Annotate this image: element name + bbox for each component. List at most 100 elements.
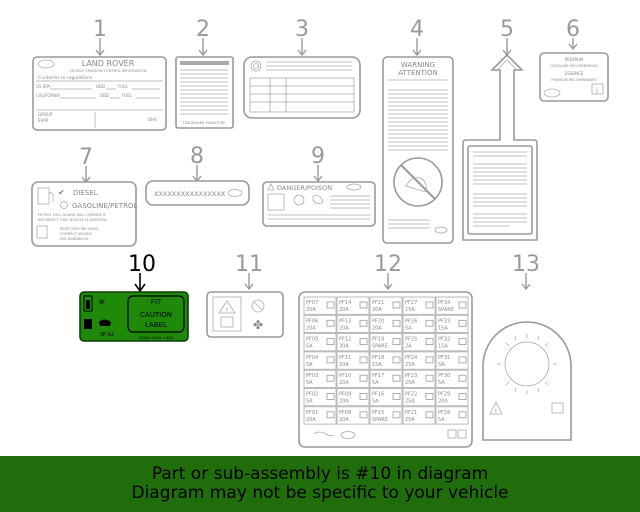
callout-number: 6: [566, 17, 580, 42]
callout-3[interactable]: 3: [295, 17, 309, 57]
row-label: US EPA: [36, 84, 50, 89]
fuse-amp: 25A: [405, 417, 415, 423]
callout-10[interactable]: 10: [128, 252, 156, 293]
fuse-cell-box: [336, 406, 370, 425]
label-7-fuel-type[interactable]: ✔ DIESEL GASOLINE/PETROL PETROL FUEL GUA…: [31, 181, 137, 247]
fuse-amp: 20A: [339, 380, 349, 386]
fuse-symbol-icon: [359, 393, 368, 400]
parts-diagram: 1 2 3 4 5 6 LAND ROVER VEHICLE EMISSION …: [31, 17, 609, 448]
fuse-id: PF33: [438, 318, 450, 324]
fuse-symbol-icon: [359, 411, 368, 419]
label-5-document[interactable]: [462, 53, 538, 241]
brand-name: LAND ROVER: [82, 59, 135, 68]
svg-text:!: !: [226, 307, 228, 314]
fuse-amp: 5A: [306, 380, 313, 386]
fuse-cell-box: [402, 388, 436, 407]
label-12-fuse-chart[interactable]: PF0720APF1420APF2120APF2715APF34SPAREPF0…: [298, 291, 473, 448]
fuse-amp: 5A: [306, 399, 313, 405]
callout-1[interactable]: 1: [93, 17, 107, 57]
fuse-id: PF14: [339, 300, 351, 306]
fuse-id: PF10: [339, 373, 351, 379]
fuse-symbol-icon: [425, 301, 434, 309]
callout-9[interactable]: 9: [311, 144, 325, 183]
row-label: FUEL: [118, 84, 129, 89]
caution-text: CAUTION: [140, 311, 172, 319]
fuel-pump-icon: [37, 187, 50, 205]
fuse-amp: 20A: [339, 307, 349, 313]
label-11-warning-fan[interactable]: ! ✤: [206, 291, 284, 338]
label-2-trademark[interactable]: TRADEMARK SIGNATURE: [175, 56, 234, 129]
fuse-symbol-icon: [326, 411, 335, 419]
callout-7[interactable]: 7: [79, 145, 93, 184]
callout-number: 5: [500, 17, 514, 42]
label-1-emission[interactable]: LAND ROVER VEHICLE EMISSION CONTROL INFO…: [32, 56, 167, 131]
fuse-id: PF09: [339, 392, 351, 398]
warning-triangle-icon: [489, 401, 503, 415]
book-icon: [220, 316, 234, 328]
fuse-id: PF27: [405, 300, 417, 306]
label-4-warning[interactable]: WARNING ATTENTION: [382, 56, 454, 244]
label-8-vin[interactable]: XXXXXXXXXXXXXXXX: [145, 180, 250, 206]
banner-line-1: Part or sub-assembly is #10 in diagram: [151, 464, 489, 484]
callout-12[interactable]: 12: [374, 252, 402, 291]
fuse-amp: 15A: [372, 362, 382, 368]
fuse-amp: 30A: [339, 344, 349, 350]
callout-8[interactable]: 8: [190, 144, 204, 183]
fuse-cell-box: [435, 351, 469, 370]
fuse-id: PF05: [306, 337, 318, 343]
attention-text: ATTENTION: [398, 69, 437, 77]
fuse-cell-box: [369, 406, 403, 425]
fuse-symbol-icon: [392, 393, 401, 400]
label-10-caution-highlighted[interactable]: ✳ FIT CAUTION LABEL SP-A2 EXXXX XXXX • X…: [79, 291, 189, 342]
row-label: OBD: [96, 84, 105, 89]
part-code: SP-A2: [100, 332, 114, 338]
group-label: GROUP: [38, 112, 53, 117]
fuse-cell-box: [369, 314, 403, 333]
fuse-id: PF21: [405, 410, 417, 416]
row-label: OBD: [100, 93, 109, 98]
reset-line: SEE HANDBOOK: [60, 237, 89, 241]
callout-5[interactable]: 5: [500, 17, 514, 57]
label-subtitle: VEHICLE EMISSION CONTROL INFORMATION: [70, 69, 147, 73]
callout-13[interactable]: 13: [512, 252, 540, 291]
fuse-amp: 20A: [438, 399, 448, 405]
label-6-premium-fuel[interactable]: PREMIUM GASOLINE RECOMMENDED ESSENCE PRE…: [539, 52, 609, 102]
fuse-id: PF02: [306, 392, 318, 398]
callout-number: 2: [196, 17, 210, 42]
evap-label: EVAP: [38, 118, 49, 123]
fuse-id: PF13: [339, 318, 351, 324]
fuse-cell-box: [402, 333, 436, 352]
gasoline-text: GASOLINE/PETROL: [72, 202, 137, 210]
fuse-id: PF25: [405, 337, 417, 343]
label-3-tyre[interactable]: [243, 56, 361, 119]
premium-text: PREMIUM RECOMMANDEE: [551, 78, 597, 82]
label-13-headlamp[interactable]: !: [482, 321, 572, 441]
label-9-danger-poison[interactable]: DANGER/POISON: [262, 181, 376, 227]
callout-11[interactable]: 11: [235, 252, 263, 291]
callout-number: 9: [311, 144, 325, 169]
warning-text: WARNING: [401, 61, 435, 69]
fuse-cell-box: [336, 333, 370, 352]
fuse-id: PF11: [339, 355, 351, 361]
callout-6[interactable]: 6: [566, 17, 580, 51]
fit-text: FIT: [151, 298, 162, 306]
fuse-symbol-icon: [425, 338, 434, 346]
callout-4[interactable]: 4: [410, 17, 424, 57]
fuse-symbol-icon: [326, 301, 335, 309]
label-text: LABEL: [145, 321, 167, 329]
diesel-text: DIESEL: [73, 189, 98, 197]
fuse-cell-box: [369, 388, 403, 407]
callout-number: 7: [79, 145, 93, 170]
callout-2[interactable]: 2: [196, 17, 210, 57]
fuse-cell-box: [336, 369, 370, 388]
